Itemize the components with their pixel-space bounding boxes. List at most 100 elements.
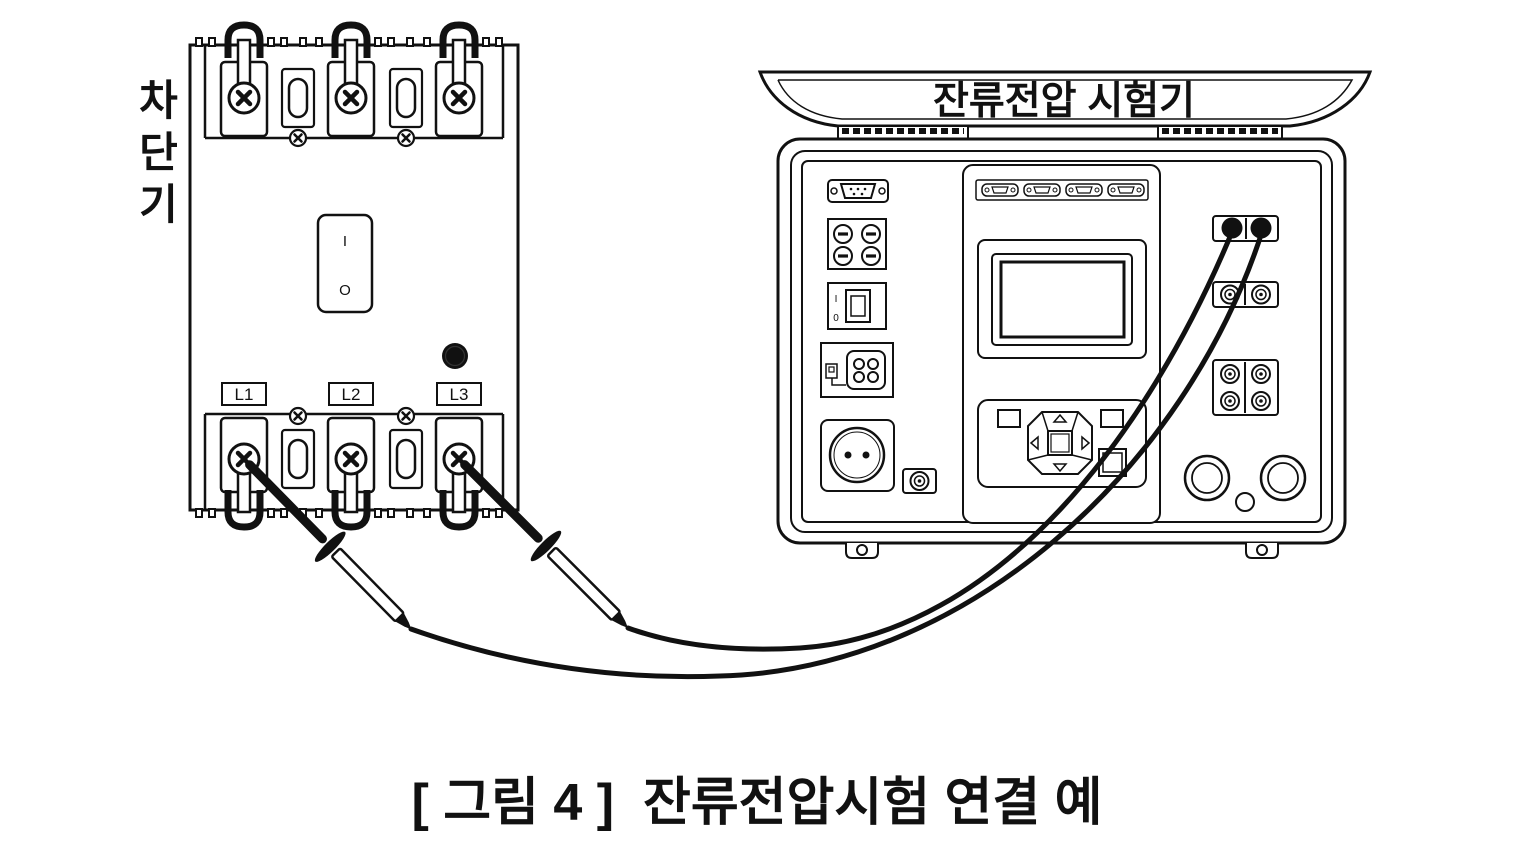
indicator-lamp <box>1235 492 1255 512</box>
lcd-display <box>977 239 1147 359</box>
power-switch[interactable]: I 0 <box>827 282 887 330</box>
four-jack-block <box>827 218 887 270</box>
top-terminal-l3[interactable] <box>434 21 484 138</box>
coax-jack[interactable] <box>1251 391 1271 411</box>
plug-right[interactable] <box>1250 217 1272 239</box>
test-button-ring <box>444 345 466 367</box>
bnc-jack[interactable] <box>909 471 930 491</box>
coax-jack[interactable] <box>1251 284 1271 305</box>
ac-outlet[interactable] <box>820 419 895 492</box>
top-slot-2 <box>388 67 424 129</box>
label-text: L1 <box>235 385 254 404</box>
edge-notch <box>195 37 203 47</box>
function-button-right[interactable] <box>1100 409 1124 428</box>
round-connector-left[interactable] <box>1183 454 1231 502</box>
lead-wire-l1[interactable] <box>408 229 1265 680</box>
data-port-4[interactable] <box>1107 183 1145 197</box>
edge-notch <box>267 37 275 47</box>
arrow-up-icon[interactable] <box>1052 413 1068 423</box>
fuse-holder[interactable] <box>825 363 838 379</box>
label-text: L2 <box>342 385 361 404</box>
arrow-down-icon[interactable] <box>1052 463 1068 473</box>
circuit-breaker: I O L1 L2 L3 <box>188 21 520 531</box>
keypad <box>977 399 1147 488</box>
function-button-left[interactable] <box>997 409 1021 428</box>
lid-hinge-left <box>837 125 969 141</box>
data-port-1[interactable] <box>981 183 1019 197</box>
edge-notch <box>208 508 216 518</box>
edge-notch <box>280 37 288 47</box>
test-probe-l1[interactable] <box>235 450 427 644</box>
probe-handle[interactable] <box>331 547 405 622</box>
label-box <box>221 382 267 406</box>
banana-jack-1[interactable] <box>833 224 853 244</box>
inlet-pin <box>867 371 879 383</box>
round-connector-right[interactable] <box>1259 454 1307 502</box>
test-probe-l3[interactable] <box>450 450 643 643</box>
tester-lid-inner-edge <box>777 79 1354 120</box>
edge-notch <box>315 508 323 518</box>
switch-plate[interactable] <box>316 213 374 314</box>
terminal-screw[interactable] <box>336 444 366 474</box>
data-port-2[interactable] <box>1023 183 1061 197</box>
top-small-screw-1 <box>288 128 308 148</box>
cable-loop <box>331 21 371 58</box>
tester-lid <box>757 70 1373 128</box>
power-switch-rocker[interactable] <box>850 295 866 317</box>
power-off-mark: 0 <box>833 313 839 324</box>
jack-pair-2 <box>1212 281 1279 308</box>
tester-title: 잔류전압 시험기 <box>933 80 1195 123</box>
fuse-window <box>828 366 835 373</box>
coax-jack[interactable] <box>1220 391 1240 411</box>
top-small-screw-2 <box>396 128 416 148</box>
terminal-screw[interactable] <box>336 83 366 113</box>
plug-left[interactable] <box>1221 217 1243 239</box>
terminal-screw[interactable] <box>229 83 259 113</box>
arrow-right-icon[interactable] <box>1081 435 1091 451</box>
probe-tip-rod <box>460 460 543 543</box>
edge-notch <box>406 508 414 518</box>
cable-loop <box>224 21 264 58</box>
data-port-row <box>975 179 1149 201</box>
outlet-hole-right <box>862 451 870 459</box>
arrow-left-icon[interactable] <box>1029 435 1039 451</box>
data-port-3[interactable] <box>1065 183 1103 197</box>
probe-tip-rod <box>245 460 328 544</box>
bnc-connector-small[interactable] <box>902 468 937 494</box>
terminal-bar <box>343 38 359 88</box>
banana-jack-3[interactable] <box>833 246 853 266</box>
power-inlet[interactable] <box>820 342 894 398</box>
bottom-terminal-l2[interactable] <box>326 416 376 531</box>
label-box <box>436 382 482 406</box>
coax-jack[interactable] <box>1220 364 1240 384</box>
edge-notch <box>374 508 382 518</box>
top-terminal-l1[interactable] <box>219 21 269 138</box>
terminal-label-l2: L2 <box>328 382 374 406</box>
residual-voltage-tester: 잔류전압 시험기 <box>757 70 1373 559</box>
inlet-pin <box>853 358 865 370</box>
edge-notch <box>406 37 414 47</box>
terminal-screw[interactable] <box>444 83 474 113</box>
edge-notch <box>315 37 323 47</box>
direction-pad-segments <box>1027 411 1093 461</box>
select-button[interactable] <box>1047 430 1073 456</box>
lead-wire-l3[interactable] <box>625 229 1235 652</box>
power-on-mark: I <box>835 294 838 305</box>
switch-on-mark: I <box>343 233 347 250</box>
edge-notch <box>387 37 395 47</box>
probe-finger-guard <box>314 531 346 562</box>
banana-jack-2[interactable] <box>861 224 881 244</box>
top-terminal-l2[interactable] <box>326 21 376 138</box>
outlet-rim <box>828 426 886 484</box>
breaker-toggle-switch[interactable]: I O <box>316 213 374 314</box>
breaker-test-button[interactable] <box>442 343 468 369</box>
serial-port[interactable] <box>827 179 889 203</box>
label-box <box>328 382 374 406</box>
bottom-slot-2 <box>388 428 424 490</box>
edge-notch <box>482 37 490 47</box>
coax-jack[interactable] <box>1251 364 1271 384</box>
probe-handle[interactable] <box>546 546 621 621</box>
banana-jack-4[interactable] <box>861 246 881 266</box>
